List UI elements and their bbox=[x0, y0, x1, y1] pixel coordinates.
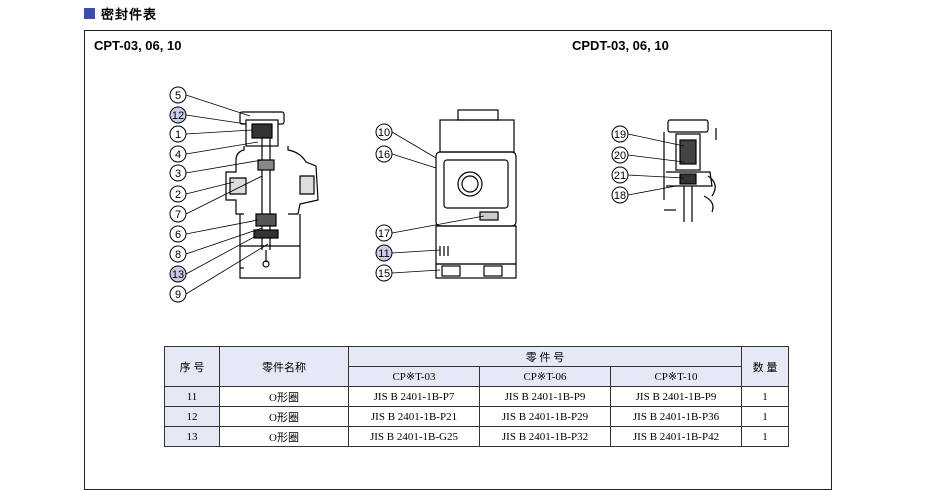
row-qty: 1 bbox=[741, 426, 789, 447]
svg-text:15: 15 bbox=[378, 268, 390, 280]
row-name: O形圈 bbox=[219, 386, 349, 407]
balloon-11: 11 bbox=[375, 244, 393, 262]
header-variant-10: CP※T-10 bbox=[610, 366, 742, 387]
header-part-no: 零 件 号 bbox=[348, 346, 742, 367]
balloon-6: 6 bbox=[169, 225, 187, 243]
header-variant-06: CP※T-06 bbox=[479, 366, 611, 387]
table-row: 12 O形圈 JIS B 2401-1B-P21 JIS B 2401-1B-P… bbox=[164, 406, 789, 427]
svg-text:16: 16 bbox=[378, 149, 390, 161]
row-part-06: JIS B 2401-1B-P32 bbox=[479, 426, 611, 447]
header-variant-03: CP※T-03 bbox=[348, 366, 480, 387]
cpt-section-view bbox=[225, 111, 319, 279]
header-name: 零件名称 bbox=[219, 346, 349, 387]
row-part-10: JIS B 2401-1B-P9 bbox=[610, 386, 742, 407]
balloon-4: 4 bbox=[169, 145, 187, 163]
row-part-03: JIS B 2401-1B-P21 bbox=[348, 406, 480, 427]
cpt-side-view bbox=[435, 109, 517, 279]
svg-text:11: 11 bbox=[378, 248, 389, 260]
section-title: 密封件表 bbox=[101, 7, 158, 23]
row-no: 13 bbox=[164, 426, 220, 447]
svg-text:12: 12 bbox=[172, 110, 184, 122]
cpt-leader-lines bbox=[185, 94, 269, 295]
row-part-06: JIS B 2401-1B-P9 bbox=[479, 386, 611, 407]
balloon-17: 17 bbox=[375, 224, 393, 242]
svg-text:2: 2 bbox=[175, 189, 181, 201]
seal-parts-table: 序 号 零件名称 零 件 号 数 量 CP※T-03 CP※T-06 CP※T-… bbox=[164, 346, 789, 447]
table-header-row: 序 号 零件名称 零 件 号 数 量 bbox=[164, 346, 789, 387]
header-no: 序 号 bbox=[164, 346, 220, 387]
svg-text:4: 4 bbox=[175, 149, 181, 161]
svg-text:18: 18 bbox=[614, 190, 626, 202]
row-part-10: JIS B 2401-1B-P42 bbox=[610, 426, 742, 447]
cpdt-balloons: 19 20 21 18 bbox=[611, 125, 629, 204]
model-label-right: CPDT-03, 06, 10 bbox=[572, 38, 669, 53]
balloon-7: 7 bbox=[169, 205, 187, 223]
row-qty: 1 bbox=[741, 386, 789, 407]
table-row: 11 O形圈 JIS B 2401-1B-P7 JIS B 2401-1B-P9… bbox=[164, 386, 789, 407]
row-no: 11 bbox=[164, 386, 220, 407]
row-part-03: JIS B 2401-1B-P7 bbox=[348, 386, 480, 407]
balloon-9: 9 bbox=[169, 285, 187, 303]
row-part-06: JIS B 2401-1B-P29 bbox=[479, 406, 611, 427]
balloon-3: 3 bbox=[169, 164, 187, 182]
svg-text:7: 7 bbox=[175, 209, 181, 221]
balloon-5: 5 bbox=[169, 86, 187, 104]
svg-text:13: 13 bbox=[172, 269, 184, 281]
balloon-15: 15 bbox=[375, 264, 393, 282]
balloon-2: 2 bbox=[169, 185, 187, 203]
balloon-20: 20 bbox=[611, 146, 629, 164]
svg-text:20: 20 bbox=[614, 150, 626, 162]
svg-text:21: 21 bbox=[614, 170, 626, 182]
table-row: 13 O形圈 JIS B 2401-1B-G25 JIS B 2401-1B-P… bbox=[164, 426, 789, 447]
balloon-1: 1 bbox=[169, 125, 187, 143]
cpdt-section-view bbox=[663, 119, 717, 222]
svg-text:19: 19 bbox=[614, 129, 626, 141]
balloon-10: 10 bbox=[375, 123, 393, 141]
row-name: O形圈 bbox=[219, 406, 349, 427]
balloon-16: 16 bbox=[375, 145, 393, 163]
row-name: O形圈 bbox=[219, 426, 349, 447]
svg-text:10: 10 bbox=[378, 127, 390, 139]
seal-diagram: 5 12 1 4 3 2 7 6 8 13 9 10 16 bbox=[169, 86, 717, 303]
svg-text:8: 8 bbox=[175, 249, 181, 261]
row-part-10: JIS B 2401-1B-P36 bbox=[610, 406, 742, 427]
cpt-balloons: 5 12 1 4 3 2 7 6 8 13 9 bbox=[169, 86, 187, 303]
section-header: 密封件表 bbox=[84, 4, 158, 23]
row-qty: 1 bbox=[741, 406, 789, 427]
svg-text:9: 9 bbox=[175, 289, 181, 301]
section-marker-icon bbox=[84, 7, 95, 19]
model-label-left: CPT-03, 06, 10 bbox=[94, 38, 182, 53]
svg-text:3: 3 bbox=[175, 168, 181, 180]
svg-text:5: 5 bbox=[175, 90, 181, 102]
side-balloons: 10 16 17 11 15 bbox=[375, 123, 393, 282]
svg-text:6: 6 bbox=[175, 229, 181, 241]
balloon-12: 12 bbox=[169, 106, 187, 124]
cpdt-leader-lines bbox=[627, 133, 685, 196]
side-leader-lines bbox=[391, 131, 485, 274]
svg-text:1: 1 bbox=[175, 129, 181, 141]
row-no: 12 bbox=[164, 406, 220, 427]
balloon-21: 21 bbox=[611, 166, 629, 184]
header-qty: 数 量 bbox=[741, 346, 789, 387]
balloon-18: 18 bbox=[611, 186, 629, 204]
balloon-13: 13 bbox=[169, 265, 187, 283]
table-subheader-row: CP※T-03 CP※T-06 CP※T-10 bbox=[165, 366, 789, 387]
balloon-8: 8 bbox=[169, 245, 187, 263]
balloon-19: 19 bbox=[611, 125, 629, 143]
svg-text:17: 17 bbox=[378, 228, 390, 240]
row-part-03: JIS B 2401-1B-G25 bbox=[348, 426, 480, 447]
